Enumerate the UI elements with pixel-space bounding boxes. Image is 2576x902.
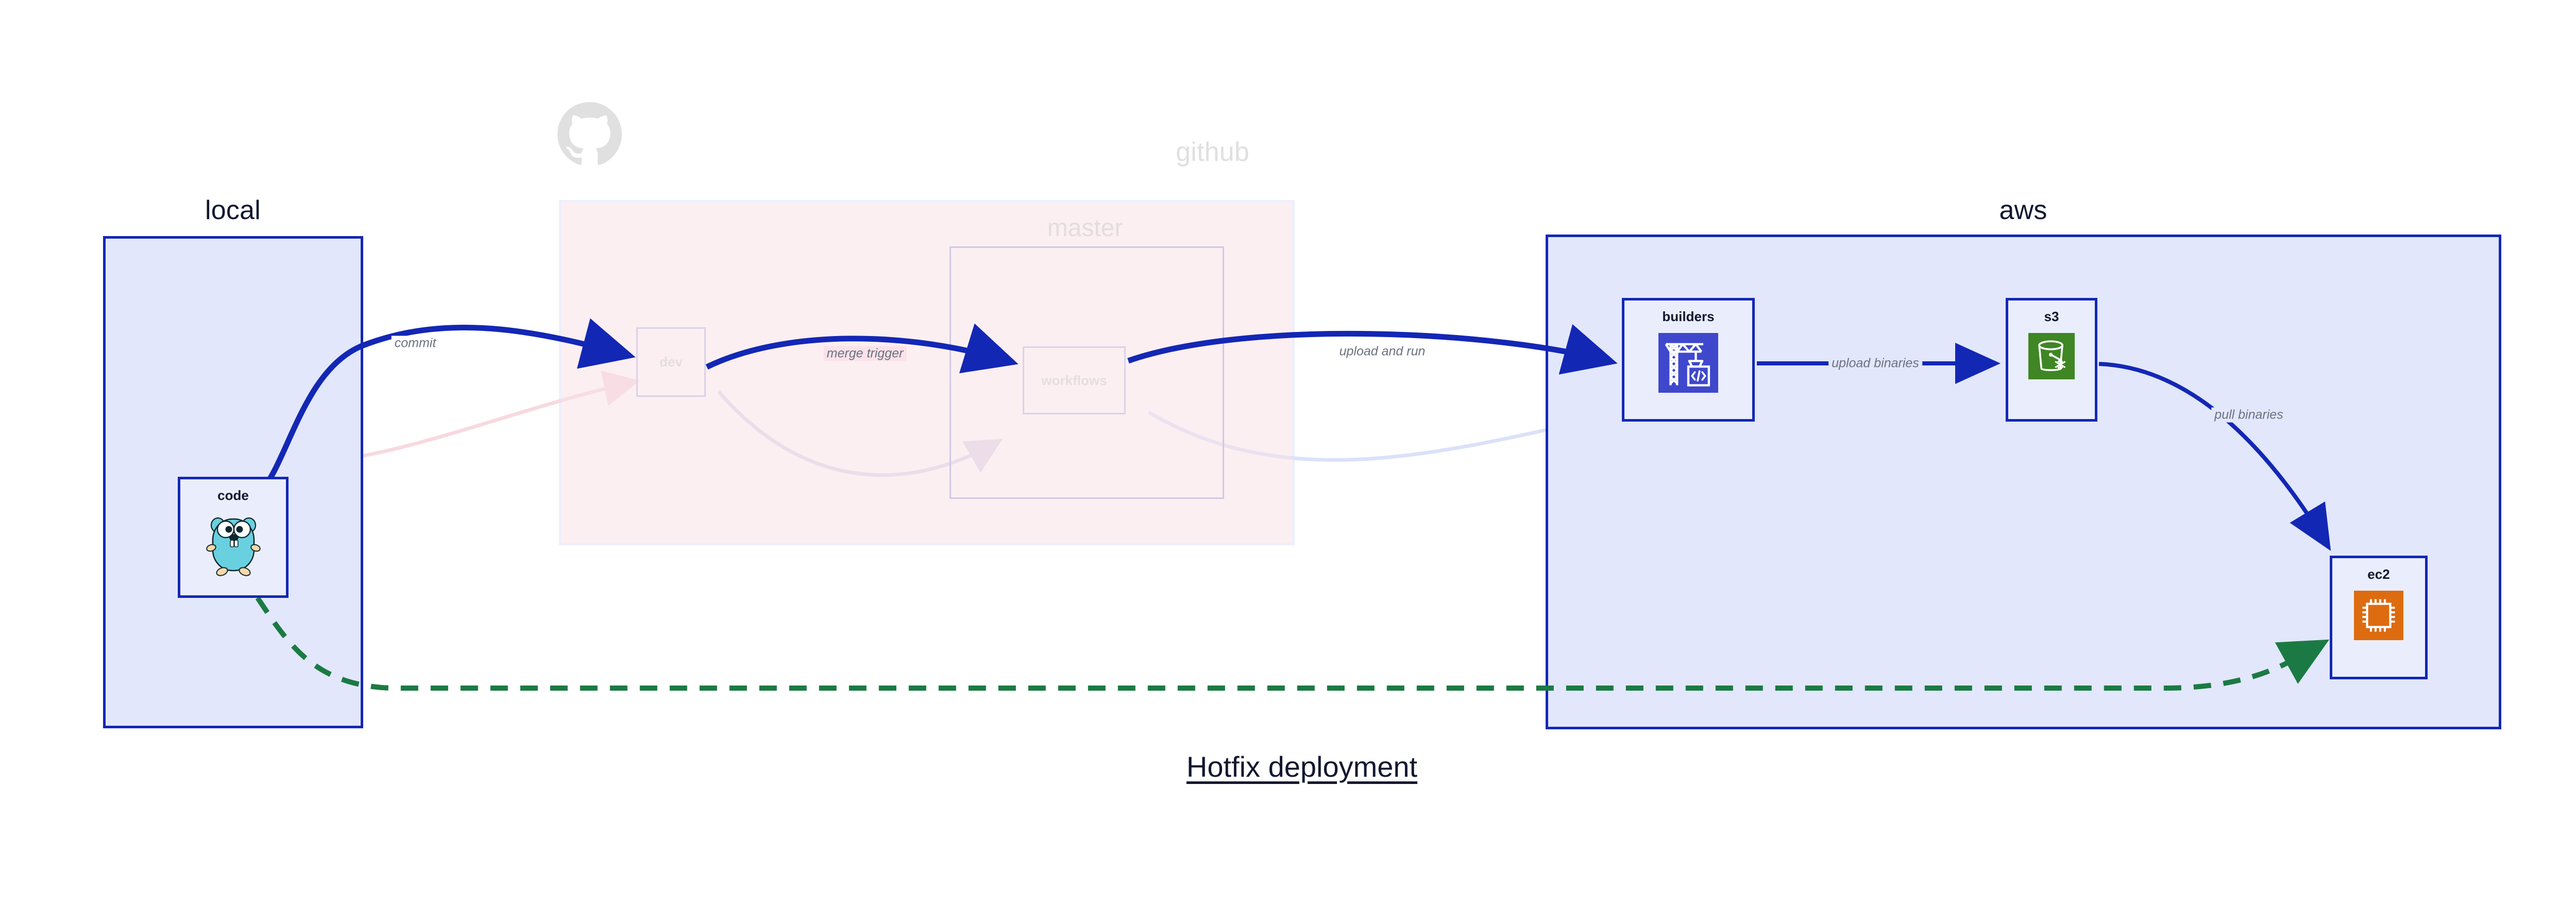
edge-label-commit: commit — [391, 336, 439, 351]
node-dev-label: dev — [659, 354, 683, 370]
diagram-caption: Hotfix deployment — [1186, 750, 1418, 783]
node-s3-label: s3 — [2044, 309, 2059, 324]
node-dev[interactable]: dev — [636, 327, 706, 397]
node-workflows-label: workflows — [1041, 372, 1107, 388]
edge-hotfix-direct — [255, 596, 2330, 691]
node-code-label: code — [217, 488, 249, 503]
group-aws-title: aws — [1999, 195, 2047, 225]
edge-upload-and-run — [1127, 324, 1618, 375]
aws-s3-icon — [2028, 333, 2075, 379]
edge-merge-trigger — [705, 323, 1019, 374]
go-gopher-icon — [205, 512, 262, 578]
node-s3[interactable]: s3 — [2006, 298, 2097, 422]
edge-pull-binaries — [2098, 362, 2331, 551]
edge-label-upload-binaries: upload binaries — [1828, 356, 1922, 371]
group-master-title: master — [1047, 214, 1123, 242]
edge-label-pull-binaries: pull binaries — [2211, 407, 2286, 423]
group-github-title: github — [1176, 137, 1249, 167]
github-octocat-icon — [557, 102, 622, 165]
group-master — [950, 246, 1224, 499]
aws-ec2-icon — [2354, 591, 2403, 640]
edge-commit — [259, 318, 636, 493]
aws-codebuild-icon — [1658, 333, 1718, 393]
group-github — [559, 200, 1295, 545]
node-workflows[interactable]: workflows — [1023, 346, 1126, 414]
node-code[interactable]: code — [178, 477, 289, 598]
node-builders[interactable]: builders — [1622, 298, 1755, 422]
node-ec2-label: ec2 — [2367, 566, 2390, 582]
edge-label-upload-and-run: upload and run — [1336, 344, 1429, 359]
node-ec2[interactable]: ec2 — [2330, 556, 2428, 679]
group-local-title: local — [205, 195, 261, 225]
edge-label-merge-trigger: merge trigger — [823, 346, 907, 361]
node-builders-label: builders — [1662, 309, 1715, 324]
